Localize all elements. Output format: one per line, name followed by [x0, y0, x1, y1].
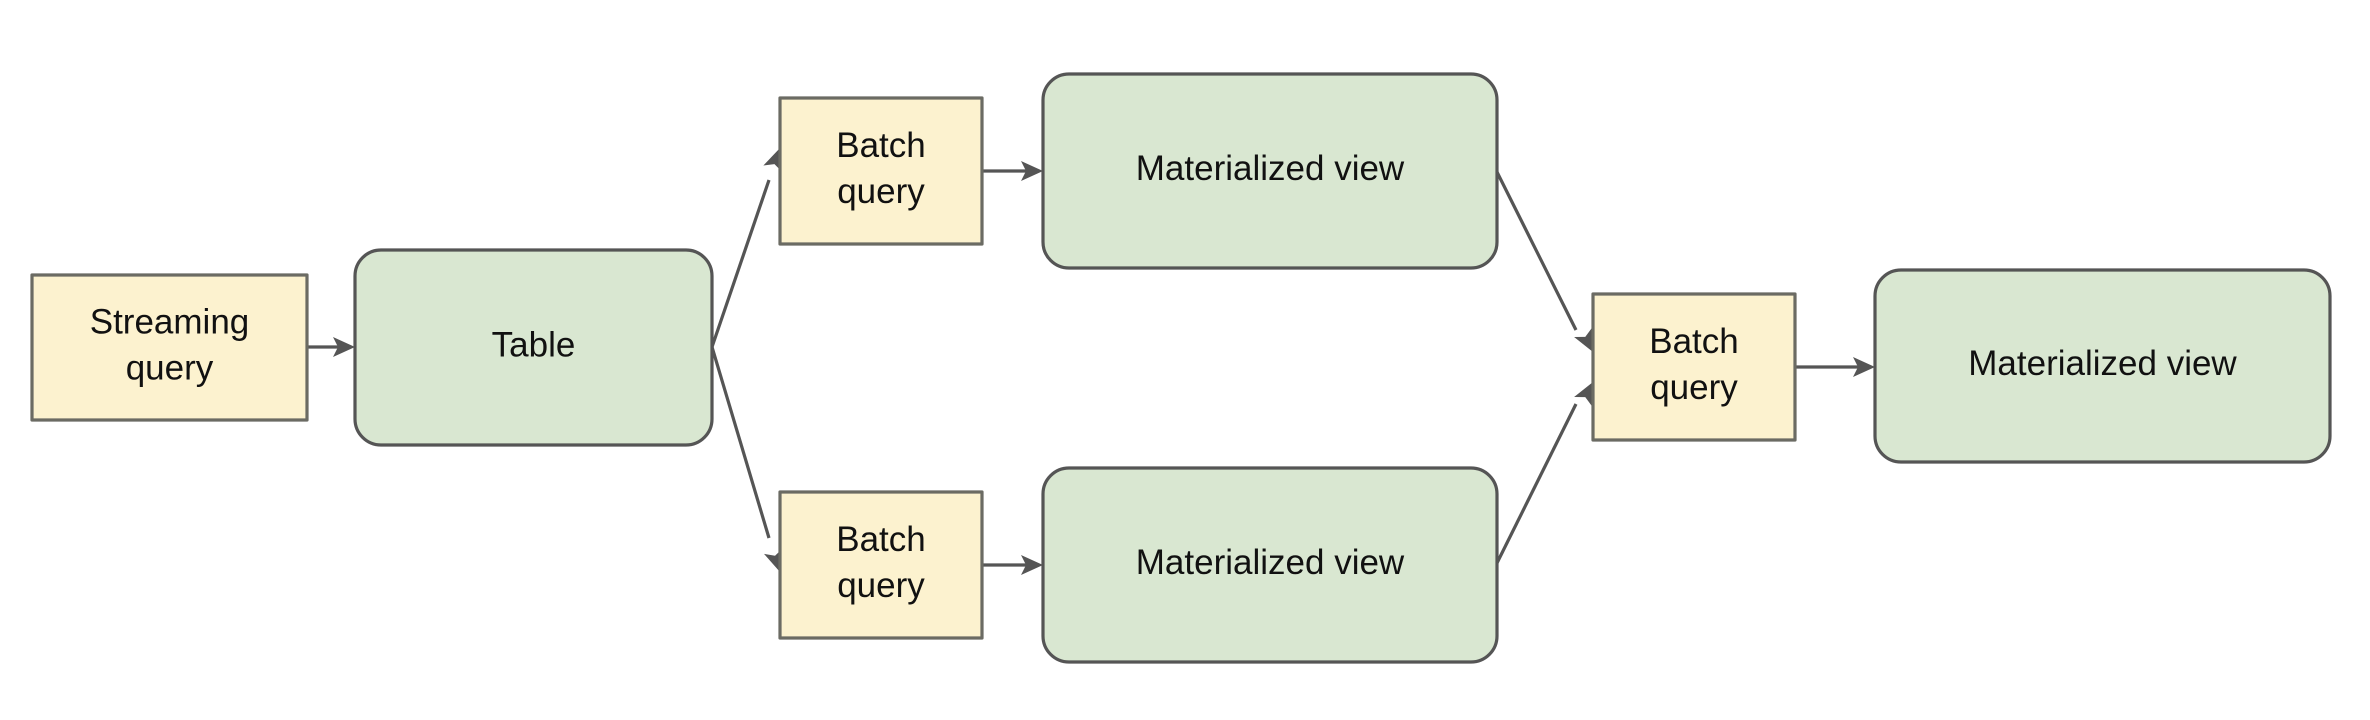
node-label-line: Materialized view: [1136, 543, 1405, 582]
arrowhead-icon: [1853, 357, 1875, 377]
node-label-materialized-view-final: Materialized view: [1968, 344, 2237, 383]
edge-streaming-query-to-table: [307, 337, 355, 357]
arrowhead-icon: [333, 337, 355, 357]
node-label-line: query: [837, 566, 925, 605]
node-shape-batch-query-bottom[interactable]: [778, 490, 984, 640]
edge-materialized-view-top-to-batch-query-merge: [1495, 171, 1593, 352]
arrowhead-icon: [763, 148, 783, 173]
node-shape-streaming-query[interactable]: [30, 273, 309, 422]
edge-line: [1495, 403, 1578, 564]
node-label-line: query: [1650, 368, 1738, 407]
arrowhead-icon: [1021, 555, 1043, 575]
node-label-batch-query-bottom: Batch query: [836, 520, 926, 605]
node-label-line: Batch: [836, 520, 926, 559]
node-shape-materialized-view-top[interactable]: [1041, 72, 1499, 270]
node-label-batch-query-merge: Batch query: [1649, 322, 1739, 407]
node-label-materialized-view-top: Materialized view: [1136, 149, 1405, 188]
node-shape-batch-query-merge[interactable]: [1591, 292, 1797, 442]
node-shape-batch-query-top[interactable]: [778, 96, 984, 246]
edge-materialized-view-bottom-to-batch-query-merge: [1495, 382, 1593, 564]
node-label-line: Batch: [836, 126, 926, 165]
node-materialized-view-bottom[interactable]: Materialized view: [1041, 466, 1499, 664]
node-label-materialized-view-bottom: Materialized view: [1136, 543, 1405, 582]
node-label-line: query: [126, 349, 214, 388]
node-label-table: Table: [492, 326, 576, 365]
node-batch-query-merge[interactable]: Batch query: [1591, 292, 1797, 442]
node-label-line: Materialized view: [1968, 344, 2237, 383]
edges-layer: [307, 148, 1875, 575]
node-label-line: Streaming: [90, 303, 250, 342]
node-label-line: query: [837, 172, 925, 211]
node-shape-table[interactable]: [353, 248, 714, 447]
node-shape-materialized-view-final[interactable]: [1873, 268, 2332, 464]
arrowhead-icon: [1574, 327, 1593, 352]
arrowhead-icon: [764, 548, 784, 572]
node-materialized-view-final[interactable]: Materialized view: [1873, 268, 2332, 464]
edge-batch-query-bottom-to-materialized-view-bottom: [982, 555, 1043, 575]
node-label-batch-query-top: Batch query: [836, 126, 926, 211]
node-table[interactable]: Table: [353, 248, 714, 447]
node-batch-query-top[interactable]: Batch query: [778, 96, 984, 246]
node-shape-materialized-view-bottom[interactable]: [1041, 466, 1499, 664]
node-streaming-query[interactable]: Streaming query: [30, 273, 309, 422]
edge-line: [710, 346, 771, 539]
edge-table-to-batch-query-top: [710, 148, 783, 348]
node-label-streaming-query: Streaming query: [90, 303, 250, 388]
arrowhead-icon: [1021, 161, 1043, 181]
edge-batch-query-merge-to-materialized-view-final: [1795, 357, 1875, 377]
edge-line: [710, 179, 771, 348]
edge-line: [1495, 171, 1578, 331]
edge-batch-query-top-to-materialized-view-top: [982, 161, 1043, 181]
node-label-line: Batch: [1649, 322, 1739, 361]
edge-table-to-batch-query-bottom: [710, 346, 784, 572]
arrowhead-icon: [1574, 382, 1593, 407]
node-materialized-view-top[interactable]: Materialized view: [1041, 72, 1499, 270]
node-label-line: Table: [492, 326, 576, 365]
node-batch-query-bottom[interactable]: Batch query: [778, 490, 984, 640]
node-label-line: Materialized view: [1136, 149, 1405, 188]
